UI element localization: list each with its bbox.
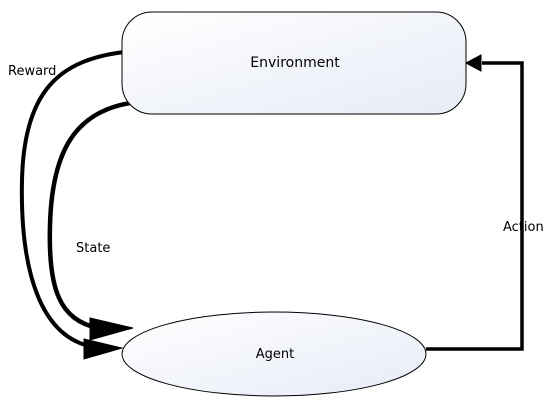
- action-edge: [426, 54, 524, 351]
- reward-edge: [19, 50, 126, 360]
- reward-edge-line: [19, 50, 126, 349]
- action-label: Action: [503, 220, 544, 235]
- environment-label: Environment: [250, 55, 340, 71]
- agent-label: Agent: [256, 347, 294, 362]
- reward-label: Reward: [8, 64, 56, 79]
- action-edge-line: [426, 61, 524, 351]
- environment-box: [121, 11, 467, 115]
- state-edge-line: [47, 100, 133, 331]
- reward-arrowhead: [83, 338, 124, 360]
- environment-node: Environment: [121, 11, 467, 115]
- action-arrowhead: [464, 54, 482, 72]
- agent-ellipse: [121, 311, 427, 397]
- agent-node: Agent: [121, 311, 427, 397]
- state-arrowhead: [89, 317, 134, 341]
- state-edge: [47, 100, 134, 341]
- state-label: State: [76, 241, 110, 256]
